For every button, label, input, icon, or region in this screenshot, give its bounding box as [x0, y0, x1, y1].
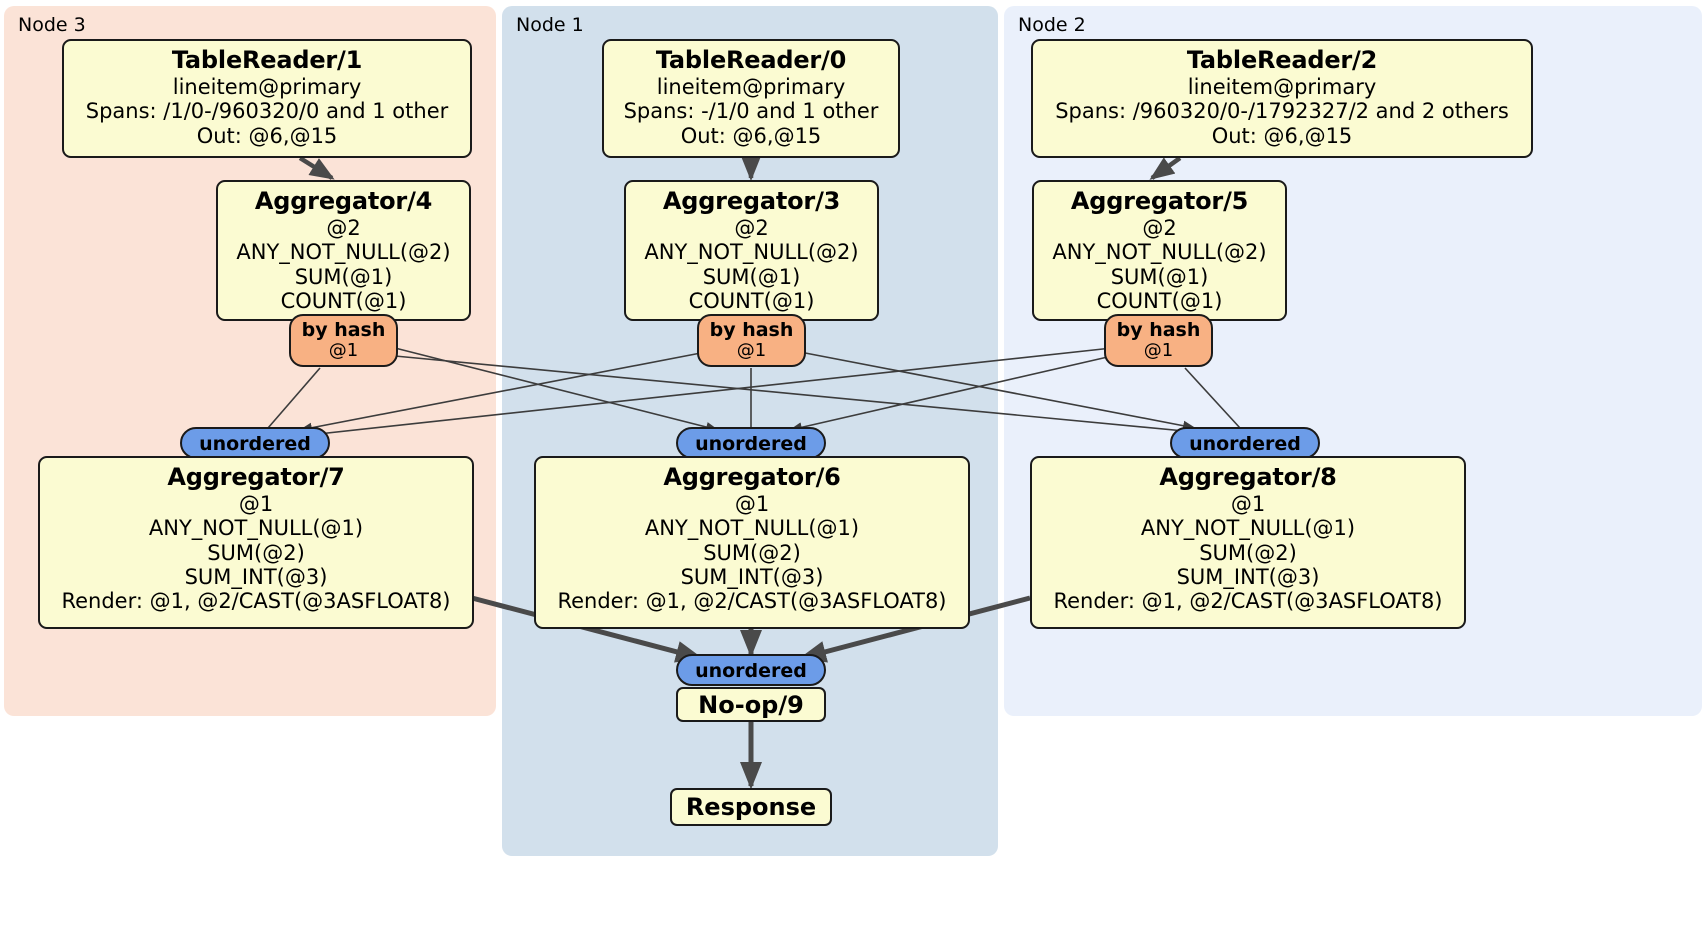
processor-line: SUM(@1) [294, 264, 393, 289]
processor-line: Out: @6,@15 [680, 123, 822, 148]
router-label: by hash [1116, 319, 1201, 341]
processor-aggregator-3[interactable]: Aggregator/3 @2 ANY_NOT_NULL(@2) SUM(@1)… [624, 180, 879, 321]
processor-line: COUNT(@1) [1096, 288, 1223, 313]
processor-title: Aggregator/4 [254, 187, 433, 215]
processor-title: TableReader/2 [1186, 46, 1378, 74]
processor-line: @2 [734, 215, 769, 240]
processor-title: Aggregator/6 [663, 463, 841, 491]
synchronizer-unordered-right[interactable]: unordered [1170, 427, 1320, 459]
processor-line: SUM(@2) [703, 540, 801, 565]
processor-line: COUNT(@1) [688, 288, 815, 313]
processor-line: @2 [1142, 215, 1177, 240]
processor-line: SUM(@2) [207, 540, 305, 565]
processor-line: lineitem@primary [172, 74, 362, 99]
processor-title: TableReader/1 [171, 46, 363, 74]
processor-tablereader-0[interactable]: TableReader/0 lineitem@primary Spans: -/… [602, 39, 900, 158]
processor-line: Out: @6,@15 [1211, 123, 1353, 148]
processor-title: Aggregator/3 [662, 187, 841, 215]
router-label: by hash [709, 319, 794, 341]
processor-line: COUNT(@1) [280, 288, 407, 313]
processor-tablereader-2[interactable]: TableReader/2 lineitem@primary Spans: /9… [1031, 39, 1533, 158]
processor-line: SUM_INT(@3) [680, 564, 824, 589]
processor-title: Aggregator/5 [1070, 187, 1249, 215]
synchronizer-unordered-left[interactable]: unordered [180, 427, 330, 459]
processor-line: Spans: /1/0-/960320/0 and 1 other [85, 99, 449, 124]
processor-line: ANY_NOT_NULL(@2) [644, 240, 859, 265]
processor-line: ANY_NOT_NULL(@2) [1052, 240, 1267, 265]
synchronizer-unordered-final[interactable]: unordered [676, 654, 826, 686]
processor-response[interactable]: Response [670, 788, 832, 826]
processor-line: @2 [326, 215, 361, 240]
node-region-label-node3: Node 3 [18, 14, 86, 36]
node-region-label-node1: Node 1 [516, 14, 584, 36]
router-label: by hash [301, 319, 386, 341]
processor-line: Out: @6,@15 [196, 123, 338, 148]
processor-line: Spans: -/1/0 and 1 other [623, 99, 879, 124]
processor-line: lineitem@primary [1187, 74, 1377, 99]
processor-line: SUM_INT(@3) [1176, 564, 1320, 589]
processor-line: @1 [734, 491, 770, 516]
processor-line: ANY_NOT_NULL(@1) [148, 516, 364, 541]
processor-line: ANY_NOT_NULL(@1) [644, 516, 860, 541]
processor-aggregator-8[interactable]: Aggregator/8 @1 ANY_NOT_NULL(@1) SUM(@2)… [1030, 456, 1466, 629]
processor-aggregator-4[interactable]: Aggregator/4 @2 ANY_NOT_NULL(@2) SUM(@1)… [216, 180, 471, 321]
processor-aggregator-6[interactable]: Aggregator/6 @1 ANY_NOT_NULL(@1) SUM(@2)… [534, 456, 970, 629]
processor-line: lineitem@primary [656, 74, 846, 99]
processor-line: @1 [238, 491, 274, 516]
processor-title: TableReader/0 [655, 46, 847, 74]
router-by-hash-left[interactable]: by hash @1 [289, 314, 398, 367]
processor-noop-9[interactable]: No-op/9 [676, 687, 826, 722]
processor-render-line: Render: @1, @2/CAST(@3ASFLOAT8) [1053, 589, 1443, 614]
router-by-hash-right[interactable]: by hash @1 [1104, 314, 1213, 367]
processor-render-line: Render: @1, @2/CAST(@3ASFLOAT8) [61, 589, 451, 614]
processor-tablereader-1[interactable]: TableReader/1 lineitem@primary Spans: /1… [62, 39, 472, 158]
router-column: @1 [736, 340, 767, 362]
processor-line: SUM_INT(@3) [184, 564, 328, 589]
processor-line: SUM(@1) [1110, 264, 1209, 289]
processor-line: Spans: /960320/0-/1792327/2 and 2 others [1055, 99, 1509, 124]
processor-line: ANY_NOT_NULL(@2) [236, 240, 451, 265]
node-region-label-node2: Node 2 [1018, 14, 1086, 36]
processor-aggregator-5[interactable]: Aggregator/5 @2 ANY_NOT_NULL(@2) SUM(@1)… [1032, 180, 1287, 321]
processor-line: ANY_NOT_NULL(@1) [1140, 516, 1356, 541]
processor-title: Aggregator/7 [167, 463, 345, 491]
processor-title: Aggregator/8 [1159, 463, 1337, 491]
processor-render-line: Render: @1, @2/CAST(@3ASFLOAT8) [557, 589, 947, 614]
processor-line: SUM(@2) [1199, 540, 1297, 565]
router-by-hash-center[interactable]: by hash @1 [697, 314, 806, 367]
router-column: @1 [1143, 340, 1174, 362]
processor-line: @1 [1230, 491, 1266, 516]
synchronizer-unordered-center[interactable]: unordered [676, 427, 826, 459]
router-column: @1 [328, 340, 359, 362]
processor-line: SUM(@1) [702, 264, 801, 289]
processor-aggregator-7[interactable]: Aggregator/7 @1 ANY_NOT_NULL(@1) SUM(@2)… [38, 456, 474, 629]
